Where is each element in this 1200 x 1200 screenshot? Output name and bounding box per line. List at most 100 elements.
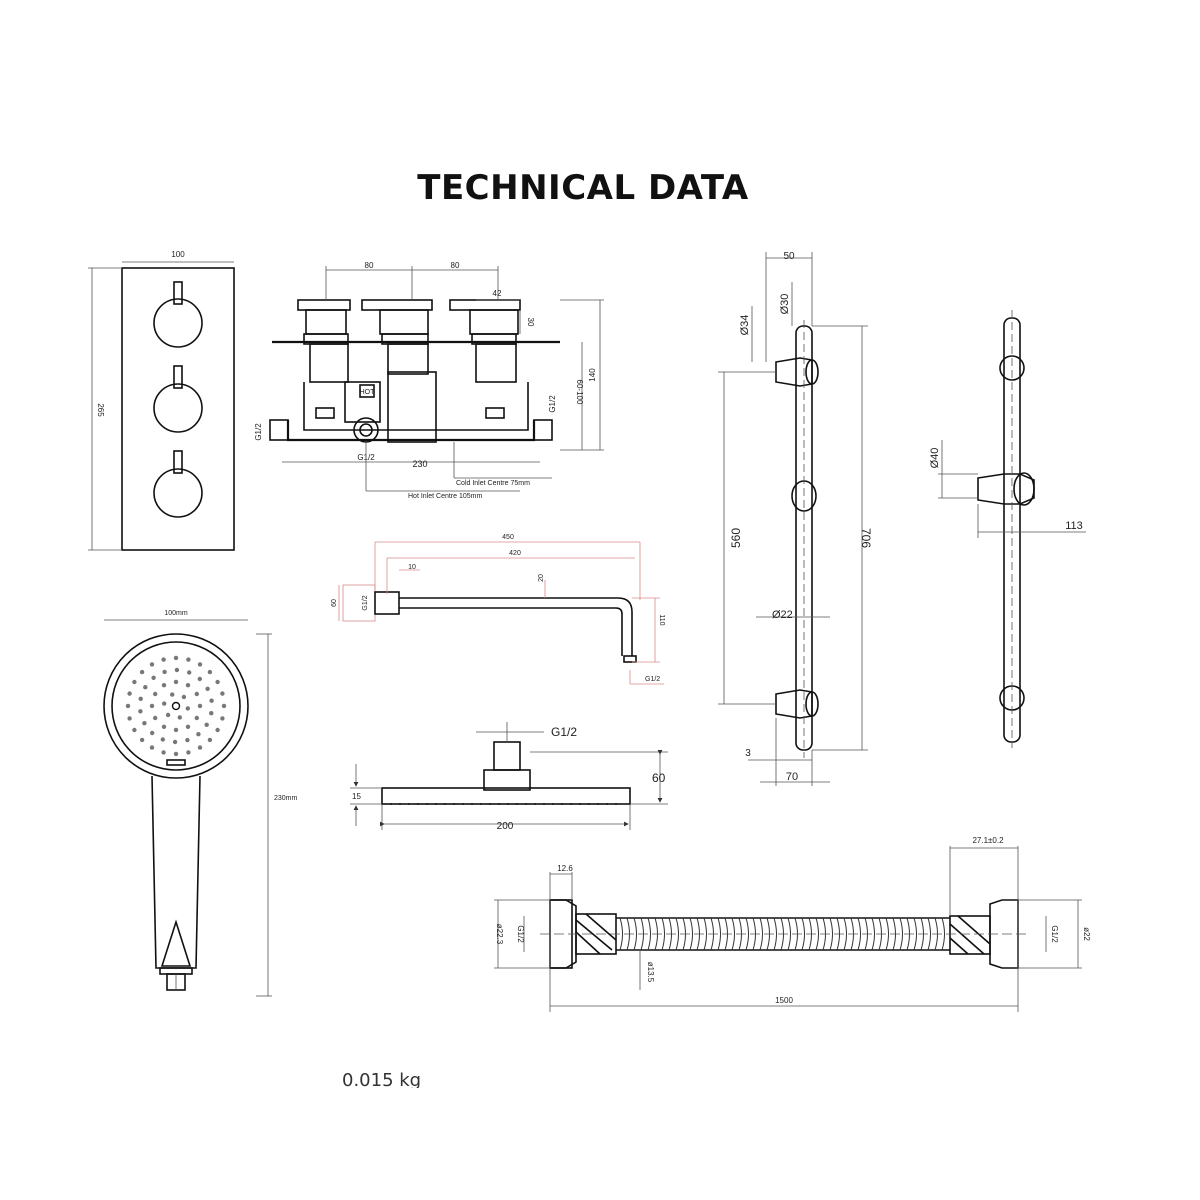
dim-label: 30 bbox=[526, 318, 535, 327]
weight-label: 0.015 kg bbox=[342, 1070, 422, 1088]
nozzle-dot bbox=[197, 703, 203, 709]
nozzle-dot bbox=[173, 751, 179, 757]
hose-coil bbox=[661, 917, 665, 951]
nozzle-dot bbox=[149, 745, 155, 750]
nozzle-dot bbox=[196, 732, 201, 737]
dim-label: 100 bbox=[171, 250, 185, 259]
nozzle-dot bbox=[139, 737, 145, 743]
hose-coil bbox=[773, 917, 777, 951]
nozzle-dot bbox=[173, 679, 179, 685]
dim-label: 80 bbox=[365, 261, 374, 270]
nozzle-dot bbox=[150, 730, 155, 736]
dim-label: 560 bbox=[729, 528, 743, 548]
dim-label: 60-100 bbox=[575, 380, 584, 405]
dim-label: 706 bbox=[859, 528, 873, 548]
dim-label: G1/2 bbox=[1050, 925, 1059, 943]
hose-coil bbox=[647, 917, 651, 951]
valve-front-panel: 100 265 bbox=[88, 250, 235, 551]
nozzle-dot bbox=[160, 737, 165, 742]
nozzle-dot bbox=[162, 701, 167, 706]
hose-coil bbox=[787, 917, 791, 951]
nozzle-dot bbox=[197, 745, 203, 750]
nozzle-dot bbox=[173, 727, 179, 733]
nozzle-dot bbox=[215, 727, 220, 733]
nozzle-dot bbox=[142, 721, 147, 726]
dim-label: G1/2 bbox=[645, 676, 660, 683]
nozzle-dot bbox=[215, 679, 220, 685]
nozzle-dot bbox=[185, 724, 191, 729]
nozzle-dot bbox=[127, 716, 132, 721]
hose-coil bbox=[801, 917, 805, 951]
nozzle-dot bbox=[204, 722, 209, 727]
nozzle-dot bbox=[127, 691, 132, 696]
dim-label: 70 bbox=[786, 771, 798, 783]
hose-coil bbox=[759, 917, 763, 951]
dim-label: ø22 bbox=[1082, 927, 1091, 941]
nozzle-dot bbox=[197, 662, 203, 667]
nozzle-dot bbox=[205, 686, 210, 691]
nozzle-dot bbox=[209, 698, 214, 703]
dim-label: 15 bbox=[352, 792, 361, 801]
nozzle-dot bbox=[173, 655, 179, 661]
nozzle-dot bbox=[161, 683, 167, 688]
nozzle-dot bbox=[161, 657, 166, 662]
nozzle-dot bbox=[153, 715, 158, 721]
nozzle-dot bbox=[194, 715, 199, 721]
hose-coil bbox=[941, 917, 945, 951]
nozzle-dot bbox=[207, 669, 213, 675]
hose-coil bbox=[829, 917, 833, 951]
hose-coil bbox=[675, 917, 679, 951]
dim-label: Ø34 bbox=[739, 315, 751, 336]
nozzle-dot bbox=[174, 667, 180, 673]
note-label: Hot Inlet Centre 105mm bbox=[408, 493, 482, 500]
nozzle-dot bbox=[185, 737, 190, 743]
nozzle-dot bbox=[194, 691, 199, 697]
note-label: Cold Inlet Centre 75mm bbox=[456, 480, 530, 487]
dim-label: 80 bbox=[451, 261, 460, 270]
nozzle-dot bbox=[151, 675, 156, 680]
hose-coil bbox=[703, 917, 707, 951]
hose-coil bbox=[633, 917, 637, 951]
shower-head-drawing: G1/2 60 15 200 bbox=[350, 722, 668, 832]
dim-label: ø22.3 bbox=[495, 924, 504, 945]
hose-drawing: 12.6 27.1±0.2 ø22.3 G1/2 ø13.5 1500 G1/2… bbox=[494, 836, 1091, 1012]
dim-label: 450 bbox=[502, 534, 514, 541]
dim-label: Ø30 bbox=[779, 294, 791, 315]
dim-label: 12.6 bbox=[557, 864, 573, 873]
dim-label: 60 bbox=[331, 599, 338, 607]
hot-label: HOT bbox=[360, 389, 376, 396]
nozzle-dot bbox=[220, 716, 225, 721]
dim-label: G1/2 bbox=[254, 423, 263, 441]
page-title: TECHNICAL DATA bbox=[417, 168, 749, 208]
nozzle-dot bbox=[161, 724, 167, 729]
dim-label: 1500 bbox=[775, 996, 793, 1005]
nozzle-dot bbox=[132, 727, 137, 733]
dim-label: 265 bbox=[96, 403, 105, 417]
hose-coil bbox=[885, 917, 889, 951]
dim-label: 113 bbox=[1065, 520, 1083, 532]
dim-label: 27.1±0.2 bbox=[972, 836, 1004, 845]
dim-label: G1/2 bbox=[362, 595, 369, 610]
nozzle-dot bbox=[132, 679, 137, 685]
dim-label: Ø22 bbox=[772, 609, 793, 621]
shower-arm-drawing: 450 420 10 20 60 G1/2 110 G1/2 bbox=[331, 534, 665, 685]
dim-label: 110 bbox=[658, 614, 665, 625]
hose-coil bbox=[913, 917, 917, 951]
dim-label: Ø40 bbox=[929, 448, 941, 469]
nozzle-dot bbox=[138, 696, 143, 701]
hose-coil bbox=[731, 917, 735, 951]
hose-coil bbox=[843, 917, 847, 951]
dim-label: 42 bbox=[493, 289, 502, 298]
nozzle-dot bbox=[139, 669, 145, 675]
dim-label: 60 bbox=[652, 771, 666, 785]
dim-label: 3 bbox=[745, 748, 751, 759]
nozzle-dot bbox=[153, 691, 158, 697]
nozzle-dot bbox=[170, 692, 175, 697]
nozzle-dot bbox=[162, 669, 167, 675]
nozzle-dot bbox=[185, 706, 190, 711]
nozzle-dot bbox=[181, 694, 187, 700]
nozzle-dot bbox=[207, 737, 213, 743]
nozzle-dot bbox=[149, 703, 155, 709]
hose-coil bbox=[871, 917, 875, 951]
dim-label: ø13.5 bbox=[646, 962, 655, 983]
